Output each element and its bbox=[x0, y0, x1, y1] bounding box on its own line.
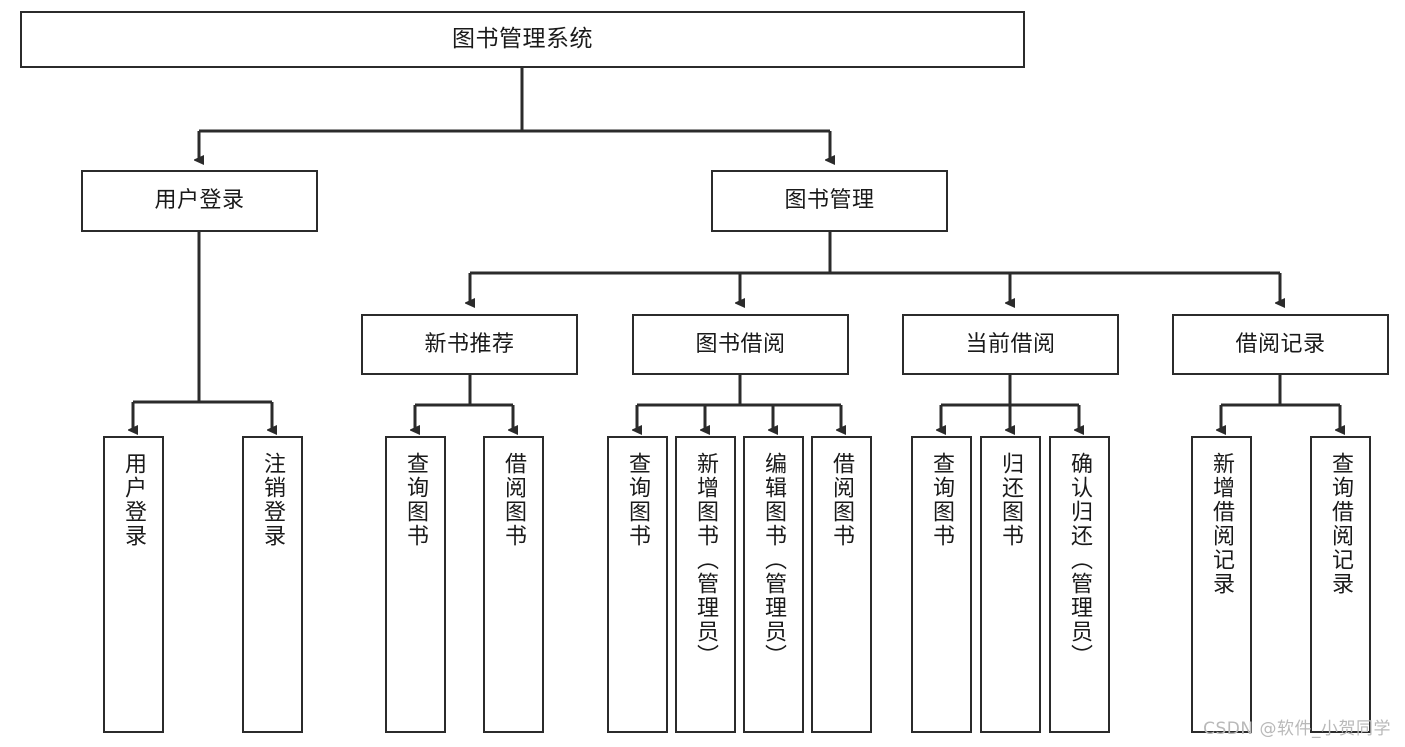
node-leaf-query-book-1-label: 查询图书 bbox=[403, 452, 429, 548]
node-leaf-edit-book-label: 编辑图书（管理员） bbox=[761, 452, 787, 668]
node-leaf-query-record-label: 查询借阅记录 bbox=[1328, 452, 1354, 596]
node-user-login[interactable]: 用户登录 bbox=[81, 170, 318, 232]
node-leaf-edit-book[interactable]: 编辑图书（管理员） bbox=[743, 436, 804, 733]
node-leaf-user-login-label: 用户登录 bbox=[121, 452, 147, 548]
node-leaf-query-book-3-label: 查询图书 bbox=[929, 452, 955, 548]
node-root-label: 图书管理系统 bbox=[452, 26, 593, 53]
node-leaf-user-login[interactable]: 用户登录 bbox=[103, 436, 164, 733]
node-leaf-add-record[interactable]: 新增借阅记录 bbox=[1191, 436, 1252, 733]
node-current-borrow-label: 当前借阅 bbox=[965, 331, 1056, 357]
node-leaf-borrow-book-2[interactable]: 借阅图书 bbox=[811, 436, 872, 733]
node-leaf-confirm-return[interactable]: 确认归还（管理员） bbox=[1049, 436, 1110, 733]
node-borrow-record-label: 借阅记录 bbox=[1235, 331, 1326, 357]
node-current-borrow[interactable]: 当前借阅 bbox=[902, 314, 1119, 375]
node-leaf-add-record-label: 新增借阅记录 bbox=[1209, 452, 1235, 596]
node-leaf-query-record[interactable]: 查询借阅记录 bbox=[1310, 436, 1371, 733]
node-leaf-add-book-label: 新增图书（管理员） bbox=[693, 452, 719, 668]
node-new-book-rec-label: 新书推荐 bbox=[424, 331, 515, 357]
node-leaf-query-book-3[interactable]: 查询图书 bbox=[911, 436, 972, 733]
node-leaf-logout[interactable]: 注销登录 bbox=[242, 436, 303, 733]
node-leaf-return-book[interactable]: 归还图书 bbox=[980, 436, 1041, 733]
node-root[interactable]: 图书管理系统 bbox=[20, 11, 1025, 68]
node-leaf-return-book-label: 归还图书 bbox=[998, 452, 1024, 548]
node-leaf-borrow-book-2-label: 借阅图书 bbox=[829, 452, 855, 548]
node-leaf-query-book-2-label: 查询图书 bbox=[625, 452, 651, 548]
node-book-manage-label: 图书管理 bbox=[784, 188, 875, 214]
node-leaf-borrow-book-1-label: 借阅图书 bbox=[501, 452, 527, 548]
node-leaf-query-book-2[interactable]: 查询图书 bbox=[607, 436, 668, 733]
node-book-borrow-label: 图书借阅 bbox=[695, 331, 786, 357]
node-borrow-record[interactable]: 借阅记录 bbox=[1172, 314, 1389, 375]
node-leaf-logout-label: 注销登录 bbox=[260, 452, 286, 548]
node-leaf-query-book-1[interactable]: 查询图书 bbox=[385, 436, 446, 733]
node-leaf-borrow-book-1[interactable]: 借阅图书 bbox=[483, 436, 544, 733]
node-leaf-add-book[interactable]: 新增图书（管理员） bbox=[675, 436, 736, 733]
node-book-manage[interactable]: 图书管理 bbox=[711, 170, 948, 232]
node-user-login-label: 用户登录 bbox=[154, 188, 245, 214]
node-book-borrow[interactable]: 图书借阅 bbox=[632, 314, 849, 375]
watermark: CSDN @软件_小贺同学 bbox=[1203, 719, 1391, 739]
node-new-book-rec[interactable]: 新书推荐 bbox=[361, 314, 578, 375]
node-leaf-confirm-return-label: 确认归还（管理员） bbox=[1067, 452, 1093, 668]
